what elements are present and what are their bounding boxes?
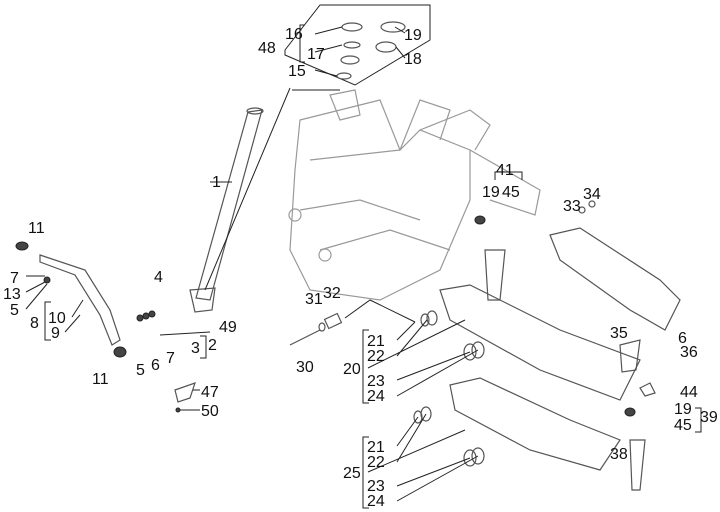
callout-38: 38 (610, 446, 628, 463)
callout-16: 16 (285, 26, 303, 43)
callout-6: 6 (151, 357, 160, 374)
frame-drawing (288, 89, 541, 301)
callout-47: 47 (201, 384, 219, 401)
callout-44: 44 (680, 384, 698, 401)
bolt-drawing (289, 299, 416, 346)
callout-39: 39 (700, 409, 718, 426)
callout-5: 5 (136, 362, 145, 379)
callout-31: 31 (305, 291, 323, 308)
callout-18: 18 (404, 51, 422, 68)
callout-2: 2 (208, 337, 217, 354)
callout-21: 21 (367, 333, 385, 350)
callout-24: 24 (367, 388, 385, 405)
callout-35: 35 (610, 325, 628, 342)
callout-34: 34 (583, 186, 601, 203)
steering-tube-drawing (189, 87, 291, 313)
callout-45: 45 (502, 184, 520, 201)
callout-9: 9 (51, 325, 60, 342)
callout-6: 6 (678, 330, 687, 347)
callout-3: 3 (191, 340, 200, 357)
swingarm-drawing (413, 200, 681, 491)
callout-23: 23 (367, 478, 385, 495)
callout-33: 33 (563, 198, 581, 215)
callout-17: 17 (307, 46, 325, 63)
callout-15: 15 (288, 63, 306, 80)
callout-25: 25 (343, 465, 361, 482)
callout-20: 20 (343, 361, 361, 378)
callout-1: 1 (212, 174, 221, 191)
callout-24: 24 (367, 493, 385, 510)
callout-19: 19 (674, 401, 692, 418)
callout-5: 5 (10, 302, 19, 319)
side-stand-drawing (15, 241, 211, 413)
callout-50: 50 (201, 403, 219, 420)
callout-8: 8 (30, 315, 39, 332)
steering-bearing-box (284, 4, 431, 91)
callout-7: 7 (166, 350, 175, 367)
callout-22: 22 (367, 454, 385, 471)
callout-32: 32 (323, 285, 341, 302)
callout-7: 7 (10, 270, 19, 287)
callout-22: 22 (367, 348, 385, 365)
callout-49: 49 (219, 319, 237, 336)
group-brackets (44, 24, 702, 509)
callout-45: 45 (674, 417, 692, 434)
callout-labels: 48 16 17 15 19 18 1 41 19 45 33 34 11 7 … (3, 26, 718, 510)
callout-41: 41 (496, 162, 514, 179)
callout-36: 36 (680, 344, 698, 361)
callout-10: 10 (48, 310, 66, 327)
callout-4: 4 (154, 269, 163, 286)
callout-23: 23 (367, 373, 385, 390)
callout-48: 48 (258, 40, 276, 57)
callout-19: 19 (404, 27, 422, 44)
callout-21: 21 (367, 439, 385, 456)
callout-13: 13 (3, 286, 21, 303)
callout-30: 30 (296, 359, 314, 376)
callout-19: 19 (482, 184, 500, 201)
callout-11: 11 (92, 371, 109, 388)
callout-11: 11 (28, 220, 45, 237)
